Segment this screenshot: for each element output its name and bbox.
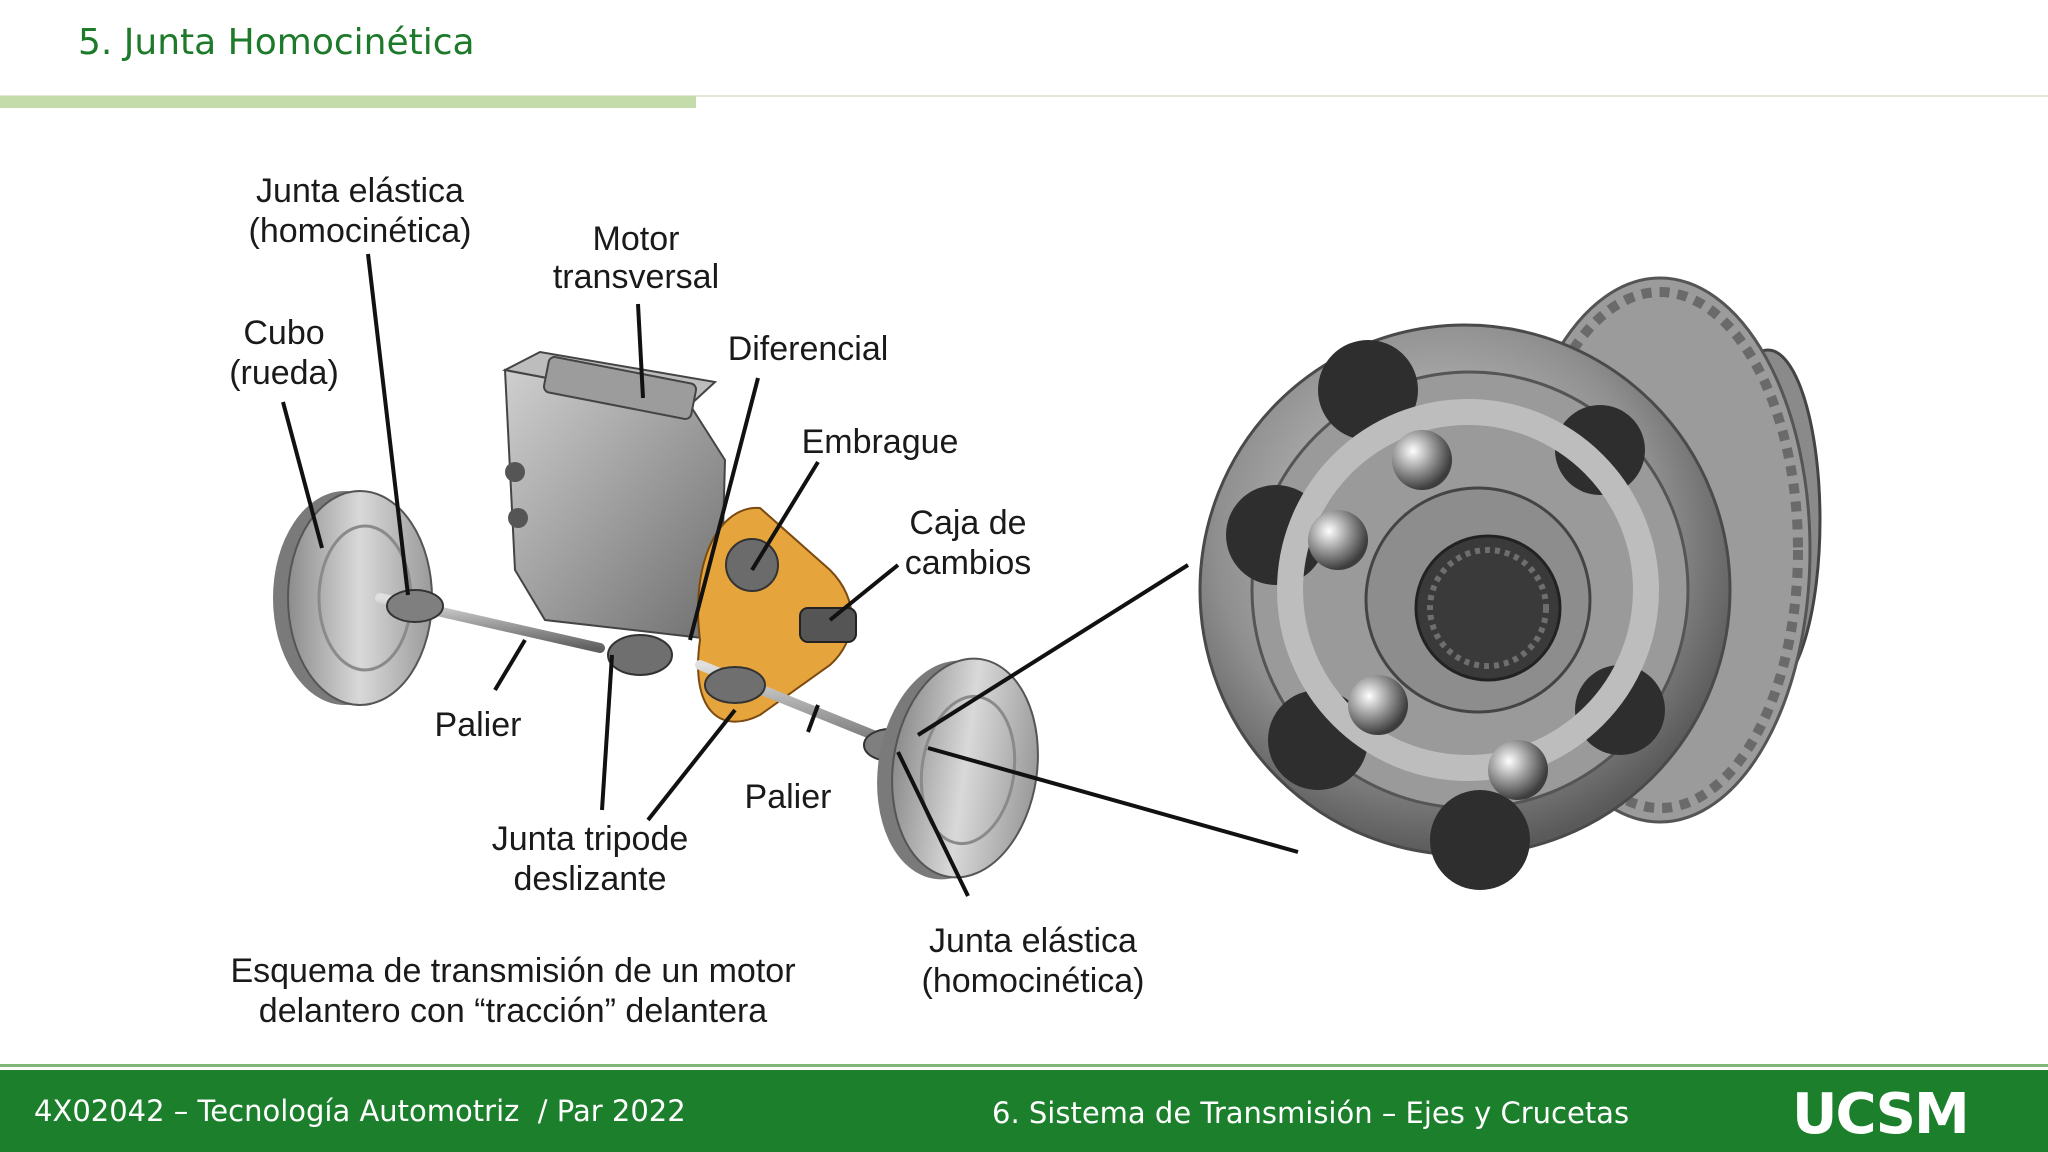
footer-course: 4X02042 – Tecnología Automotriz / Par 20… <box>34 1094 686 1128</box>
label-tripode-1: Junta tripode <box>492 820 689 858</box>
cv-joint-closeup <box>1198 276 1822 890</box>
left-wheel <box>273 490 433 706</box>
footer-bar <box>0 1070 2048 1152</box>
label-junta-elastica-bottom-2: (homocinética) <box>922 962 1145 1000</box>
diagram-caption-2: delantero con “tracción” delantera <box>259 992 767 1030</box>
footer-topic: 6. Sistema de Transmisión – Ejes y Cruce… <box>992 1096 1630 1130</box>
label-motor-2: transversal <box>553 258 719 296</box>
label-caja-2: cambios <box>905 544 1032 582</box>
label-junta-elastica-top-2: (homocinética) <box>249 212 472 250</box>
leader-lines <box>281 253 1299 897</box>
drivetrain-illustration <box>273 350 1039 880</box>
slide-title: 5. Junta Homocinética <box>78 22 475 63</box>
label-palier-right: Palier <box>745 778 832 816</box>
diagram-caption-1: Esquema de transmisión de un motor <box>230 952 795 990</box>
label-junta-elastica-bottom-1: Junta elástica <box>929 922 1137 960</box>
label-palier-left: Palier <box>435 706 522 744</box>
label-cubo-2: (rueda) <box>229 354 339 392</box>
label-diferencial: Diferencial <box>728 330 889 368</box>
transmission-diagram: Junta elástica (homocinética) Motor tran… <box>226 169 1822 1033</box>
label-motor-1: Motor <box>593 220 680 258</box>
label-caja-1: Caja de <box>909 504 1026 542</box>
label-embrague: Embrague <box>802 423 959 461</box>
right-wheel <box>877 657 1039 880</box>
label-cubo-1: Cubo <box>243 314 324 352</box>
title-divider <box>0 95 2048 97</box>
title-accent-bar <box>0 96 696 108</box>
label-junta-elastica-top-1: Junta elástica <box>256 172 464 210</box>
label-tripode-2: deslizante <box>513 860 666 898</box>
footer-divider <box>0 1064 2048 1067</box>
ucsm-logo: UCSM <box>1792 1082 1970 1147</box>
transverse-engine <box>501 350 727 642</box>
